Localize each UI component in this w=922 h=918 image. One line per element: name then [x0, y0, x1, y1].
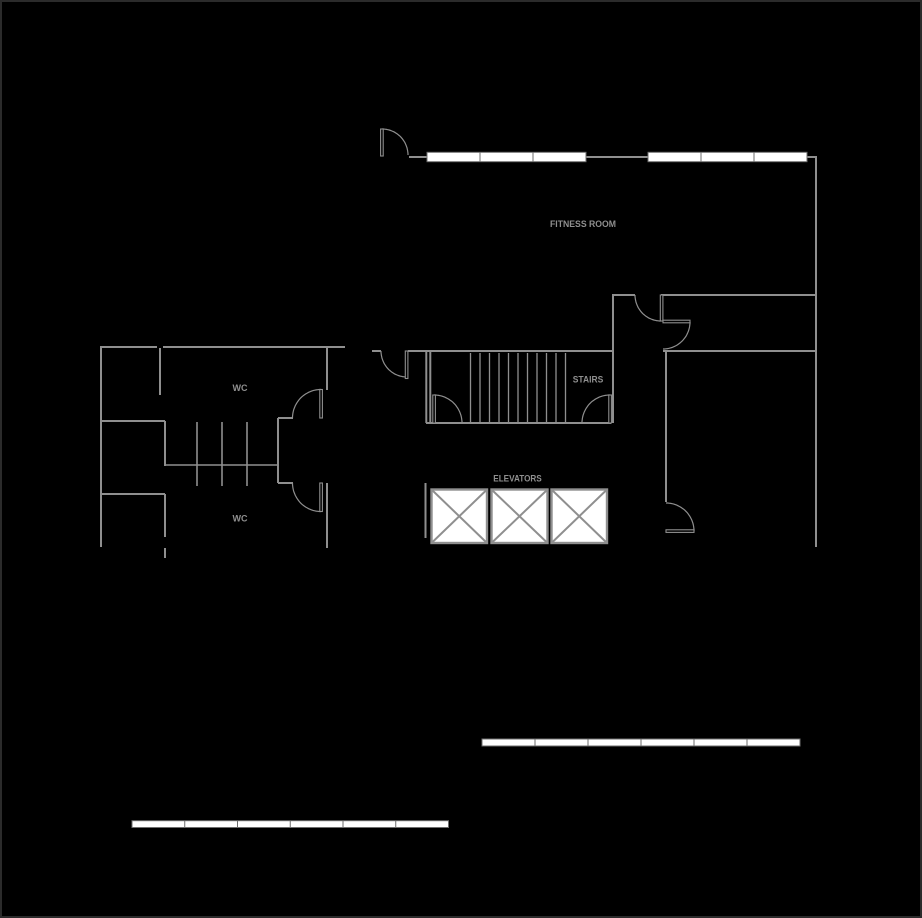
elevator-x-diagonal	[550, 488, 608, 544]
door-leaf	[659, 294, 664, 322]
door-swing-arc	[666, 502, 695, 531]
elevator-x-diagonal	[490, 488, 549, 544]
door-leaf	[319, 482, 323, 513]
door-swing-arc	[380, 351, 407, 378]
door-leaf	[662, 319, 691, 324]
door-leaf	[432, 394, 436, 424]
room-label-wc-lower: WC	[233, 514, 248, 525]
window-bar	[647, 151, 808, 163]
door-swing-arc	[663, 322, 691, 350]
door-leaf	[404, 350, 409, 380]
elevator-x-diagonal	[430, 488, 488, 544]
door-swing-arc	[434, 394, 463, 423]
door-swing-arc	[382, 128, 409, 155]
window-bar	[426, 151, 587, 163]
door-swing-arc	[581, 394, 610, 423]
door-swing-arc	[634, 295, 661, 322]
door-swing-arc	[291, 388, 321, 418]
room-label-wc-upper: WC	[233, 383, 248, 394]
door-leaf	[608, 394, 612, 424]
room-label-fitness-room: FITNESS ROOM	[550, 219, 616, 230]
room-label-stairs: STAIRS	[573, 375, 604, 386]
room-label-elevators: ELEVATORS	[493, 474, 542, 485]
door-leaf	[319, 388, 323, 419]
door-leaf	[665, 529, 695, 533]
door-leaf	[380, 128, 384, 157]
door-swing-arc	[291, 483, 321, 513]
